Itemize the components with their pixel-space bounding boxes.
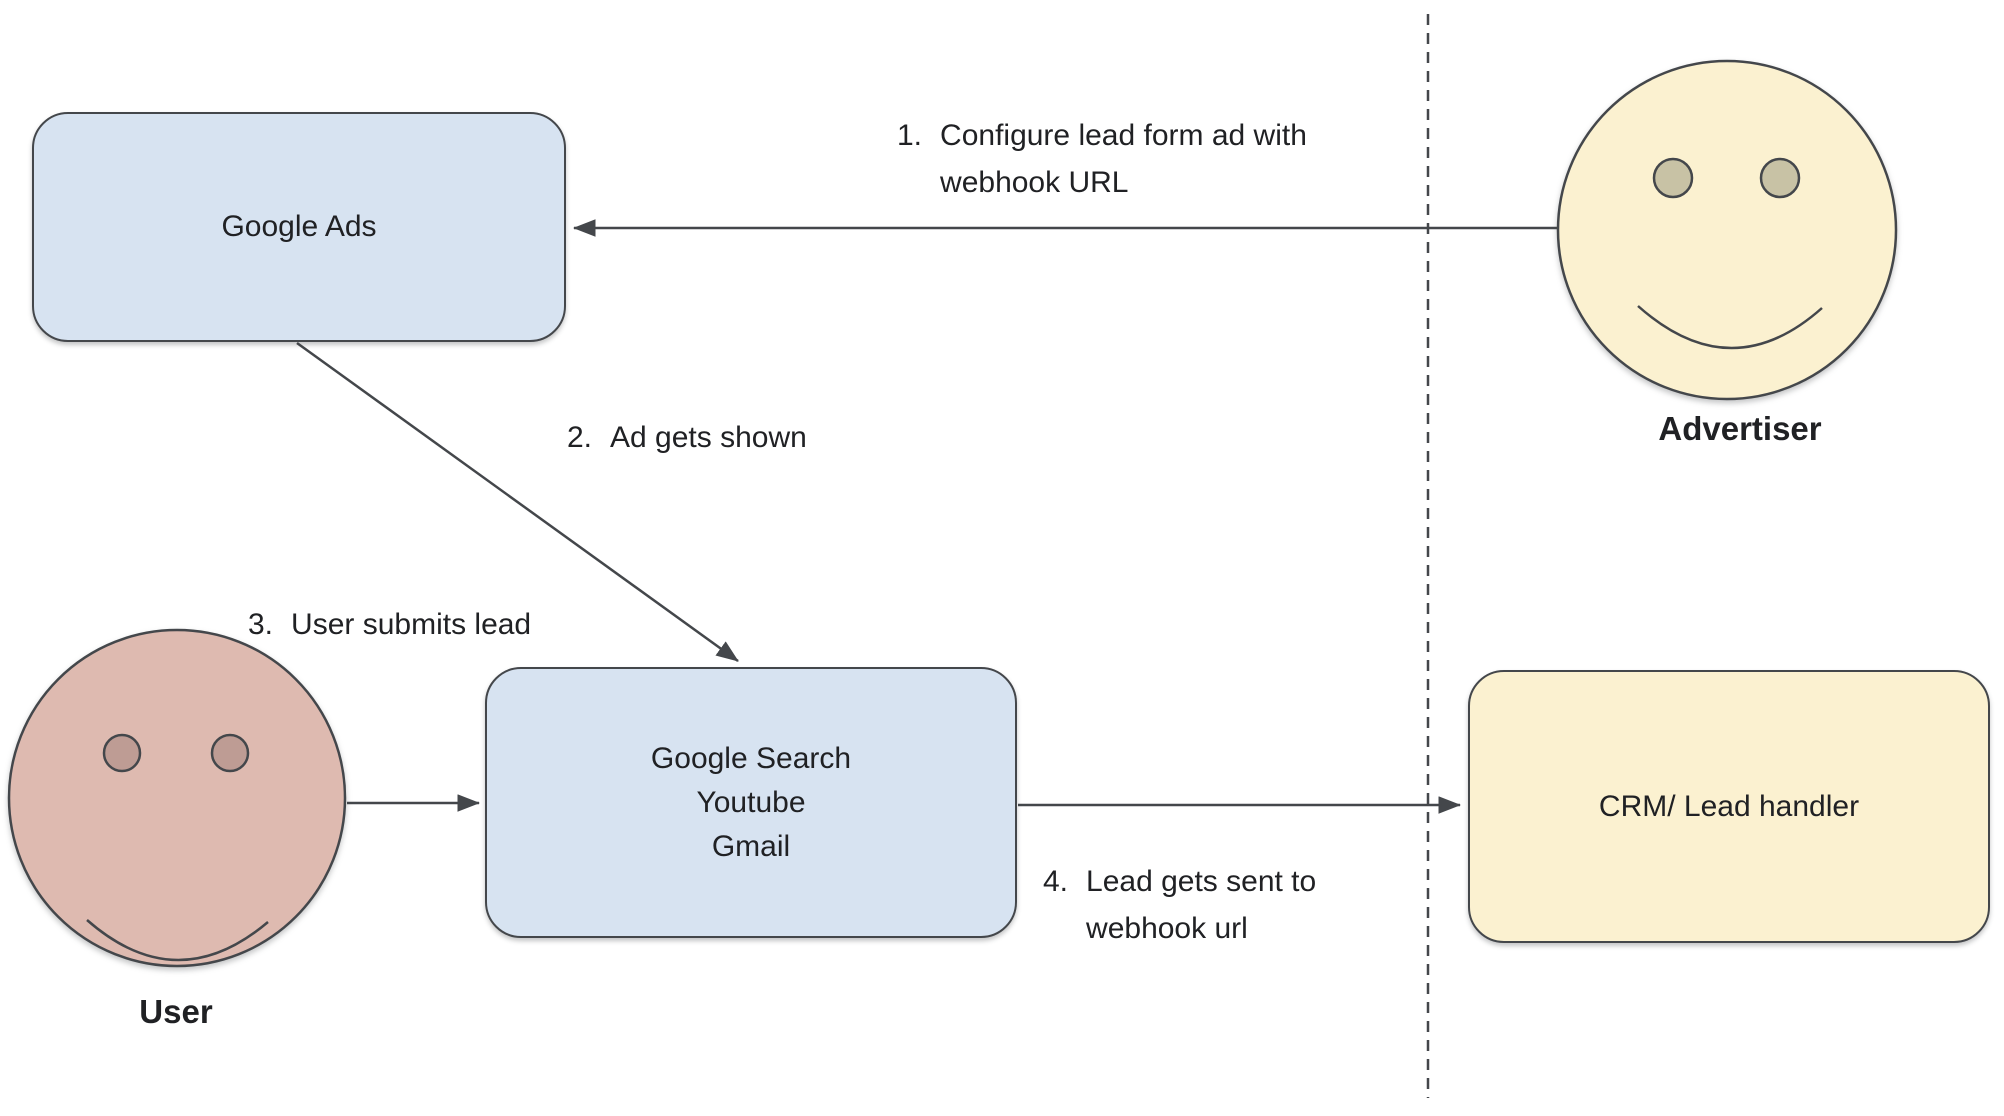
node-google-ads: Google Ads [32, 112, 566, 342]
node-crm-label: CRM/ Lead handler [1598, 789, 1860, 823]
step-4-number: 4. [1043, 865, 1069, 898]
advertiser-label: Advertiser [1658, 410, 1822, 447]
step-3-user-submits-lead: 3. User submits lead [248, 601, 531, 648]
advertiser-face-circle [1556, 59, 1898, 401]
node-crm-lead-handler: CRM/ Lead handler [1468, 670, 1990, 943]
advertiser-smile [1637, 305, 1823, 350]
step-2-text: Ad gets shown [610, 421, 807, 454]
user-face [7, 628, 347, 968]
node-google-ads-label: Google Ads [221, 210, 377, 243]
step-4-lead-sent-to-webhook: 4. Lead gets sent to webhook url [1043, 858, 1316, 952]
user-label: User [139, 993, 213, 1030]
step-2-number: 2. [567, 421, 593, 454]
advertiser-face [1556, 59, 1898, 401]
user-face-circle [7, 628, 347, 968]
node-google-surfaces-label: Google Search Youtube Gmail [650, 741, 852, 863]
user-left-eye [102, 733, 142, 773]
arrow-google-ads-to-surfaces [296, 341, 739, 663]
step-2-ad-gets-shown: 2. Ad gets shown [567, 414, 807, 461]
node-google-surfaces: Google Search Youtube Gmail [485, 667, 1017, 938]
step-3-number: 3. [248, 608, 274, 641]
step-3-text: User submits lead [291, 608, 532, 641]
advertiser-right-eye [1759, 157, 1801, 199]
step-4-text: Lead gets sent to webhook url [1086, 865, 1317, 945]
step-1-number: 1. [897, 119, 923, 152]
step-1-text: Configure lead form ad with webhook URL [940, 119, 1307, 199]
user-right-eye [210, 733, 250, 773]
step-1-configure-lead-form: 1. Configure lead form ad with webhook U… [897, 112, 1307, 206]
advertiser-left-eye [1652, 157, 1694, 199]
user-smile [86, 919, 269, 962]
